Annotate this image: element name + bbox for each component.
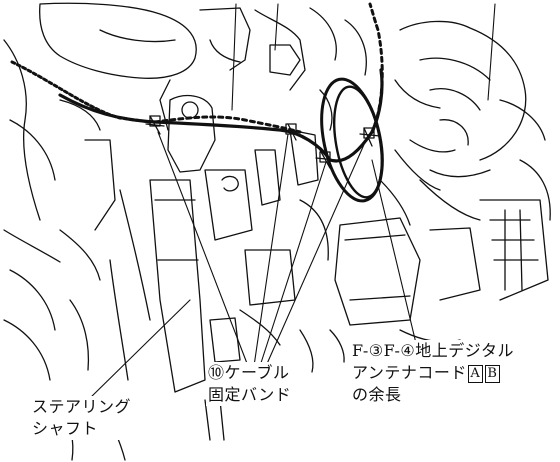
cable-band-label-line2: 固定バンド (208, 385, 292, 404)
connector-b-badge: B (484, 365, 500, 383)
cable-tie-4 (359, 127, 381, 147)
cable-tie-3 (315, 149, 337, 169)
steering-shaft-label-line1: ステアリング (32, 397, 132, 416)
antenna-cord-label-line1: F-③F-④地上デジタル (352, 341, 514, 360)
steering-shaft-label-line2: シャフト (32, 419, 99, 438)
antenna-cord-label-line3: の余長 (352, 385, 402, 404)
leader-lines (87, 3, 496, 401)
cable-tie-1 (145, 115, 165, 135)
cable-tie-2 (283, 123, 301, 141)
cable-band-label: ⑩ケーブル 固定バンド (206, 362, 294, 406)
antenna-cord-label-text: アンテナコード (352, 363, 467, 382)
cable-band-label-line1: ⑩ケーブル (208, 363, 290, 382)
antenna-cable (10, 2, 384, 203)
steering-shaft-label: ステアリング シャフト (30, 396, 134, 440)
connector-a-badge: A (467, 365, 483, 383)
